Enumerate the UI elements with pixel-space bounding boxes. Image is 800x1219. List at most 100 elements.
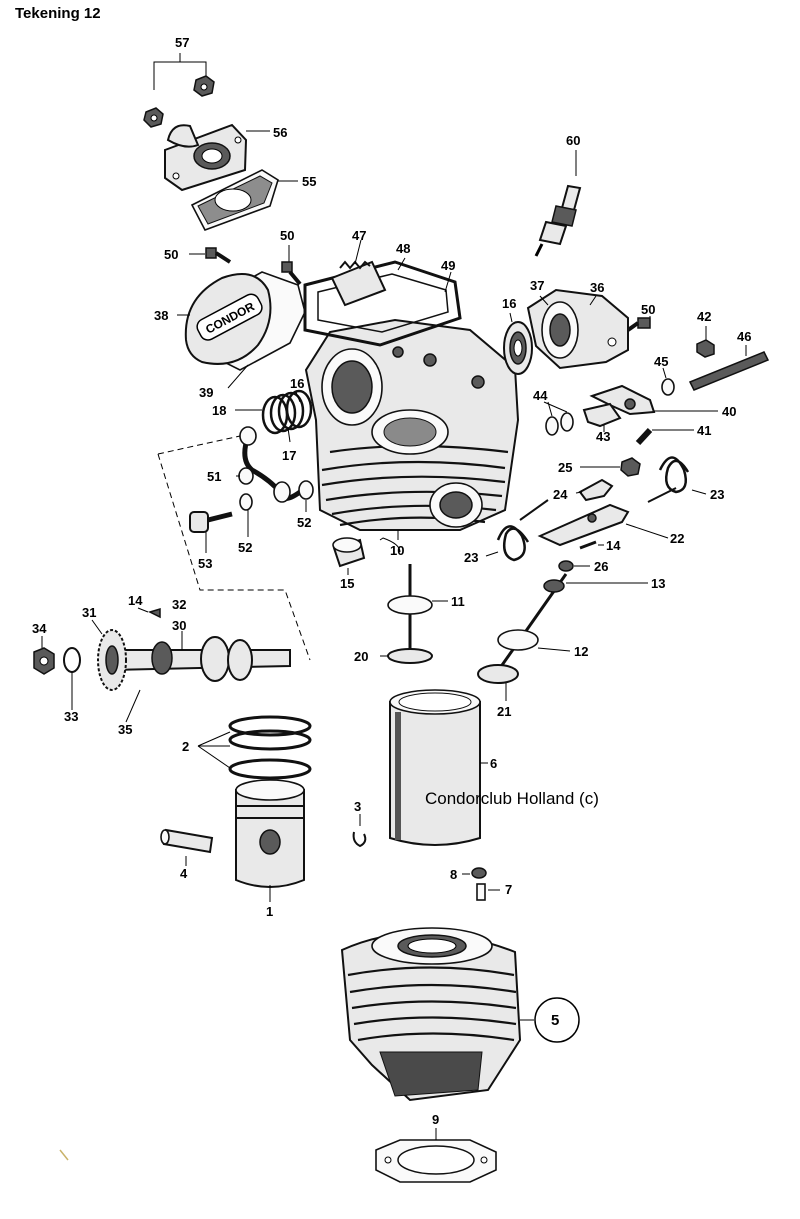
label-43: 43: [596, 429, 610, 444]
part-18-valve-spring: [235, 389, 313, 443]
label-49: 49: [441, 258, 455, 273]
part-5-cylinder-barrel: [340, 927, 580, 1102]
part-2-piston-rings: [197, 715, 312, 780]
label-30: 30: [172, 618, 186, 633]
part-44-washers: [543, 401, 574, 436]
label-50-c: 50: [641, 302, 655, 317]
part-35-washer: [125, 689, 141, 723]
part-12-valve-collar: [497, 629, 571, 652]
part-14-pin-right: [579, 540, 604, 550]
label-10: 10: [390, 543, 404, 558]
label-21: 21: [497, 704, 511, 719]
label-44: 44: [533, 388, 548, 403]
label-31: 31: [82, 605, 96, 620]
label-11: 11: [451, 594, 465, 609]
part-49-valve-cover-gasket: [303, 257, 462, 347]
part-11-valve-spring-collar: [387, 564, 448, 652]
label-39: 39: [199, 385, 213, 400]
label-18: 18: [212, 403, 226, 418]
part-10-cylinder-head: [304, 318, 520, 553]
part-32-key: [147, 607, 161, 619]
part-42-nut: [696, 326, 715, 358]
label-33: 33: [64, 709, 78, 724]
label-13: 13: [651, 576, 665, 591]
part-16-bearing: [503, 312, 533, 375]
label-23-b: 23: [464, 550, 478, 565]
label-46: 46: [737, 329, 751, 344]
part-15-valve-guide: [332, 537, 366, 575]
label-22: 22: [670, 531, 684, 546]
part-13-valve-stem: [498, 573, 648, 669]
part-23-spring-right: [647, 456, 707, 503]
label-8: 8: [450, 867, 457, 882]
part-33-circlip: [63, 647, 81, 710]
part-55-gasket: [190, 169, 298, 231]
label-50-b: 50: [280, 228, 294, 243]
label-52-b: 52: [238, 540, 252, 555]
part-24-cam-follower: [575, 478, 614, 502]
label-40: 40: [722, 404, 736, 419]
label-36: 36: [590, 280, 604, 295]
label-5: 5: [551, 1012, 559, 1029]
part-8-plug: [462, 867, 487, 879]
label-35: 35: [118, 722, 132, 737]
part-30-camshaft: [111, 631, 291, 682]
label-42: 42: [697, 309, 711, 324]
part-22-rocker-lever: [537, 503, 669, 547]
stray-mark: [59, 1149, 69, 1161]
label-48: 48: [396, 241, 410, 256]
part-26-collet: [558, 560, 590, 572]
label-51: 51: [207, 469, 221, 484]
part-14-key-left: [137, 607, 149, 613]
part-36-rocker-housing: [526, 288, 629, 370]
label-26: 26: [594, 559, 608, 574]
part-23-spring-left: [485, 499, 549, 562]
part-labels: 57 56 55 60 50 50 47 48 49 16 37 36 50 4…: [32, 35, 751, 1127]
label-57: 57: [175, 35, 189, 50]
part-56-intake-flange: [164, 123, 270, 192]
label-16-a: 16: [502, 296, 516, 311]
label-45: 45: [654, 354, 668, 369]
label-55: 55: [302, 174, 316, 189]
part-57-nuts: [143, 53, 215, 128]
label-2: 2: [182, 739, 189, 754]
part-4-piston-pin: [160, 828, 214, 866]
label-38: 38: [154, 308, 168, 323]
label-16-b: 16: [290, 376, 304, 391]
part-38-rocker-cover: CONDOR: [177, 271, 306, 389]
part-41-adjuster: [635, 427, 694, 446]
part-3-circlip: [352, 814, 367, 848]
part-21-exhaust-valve: [477, 664, 519, 701]
label-3: 3: [354, 799, 361, 814]
label-14-a: 14: [606, 538, 621, 553]
part-47-breather: [330, 239, 387, 307]
label-23-a: 23: [710, 487, 724, 502]
part-25-nut: [580, 457, 641, 477]
label-4: 4: [180, 866, 188, 881]
part-9-base-gasket: [375, 1128, 497, 1183]
label-15: 15: [340, 576, 354, 591]
drawing-title: Tekening 12: [15, 5, 101, 22]
label-50-a: 50: [164, 247, 178, 262]
part-20-valve: [380, 648, 433, 664]
label-1: 1: [266, 904, 273, 919]
label-6: 6: [490, 756, 497, 771]
part-6-cylinder-liner: [389, 689, 488, 846]
label-12: 12: [574, 644, 588, 659]
part-31-timing-gear: [91, 619, 127, 691]
label-32: 32: [172, 597, 186, 612]
label-24: 24: [553, 487, 568, 502]
part-7-dowel: [476, 883, 500, 901]
part-52-washers: [239, 480, 314, 537]
part-46-rocker-shaft: [688, 345, 770, 391]
label-17: 17: [282, 448, 296, 463]
label-37: 37: [530, 278, 544, 293]
part-60-spark-plug: [534, 150, 582, 257]
label-34: 34: [32, 621, 47, 636]
label-53: 53: [198, 556, 212, 571]
label-60: 60: [566, 133, 580, 148]
label-20: 20: [354, 649, 368, 664]
part-45-washer: [661, 367, 675, 396]
